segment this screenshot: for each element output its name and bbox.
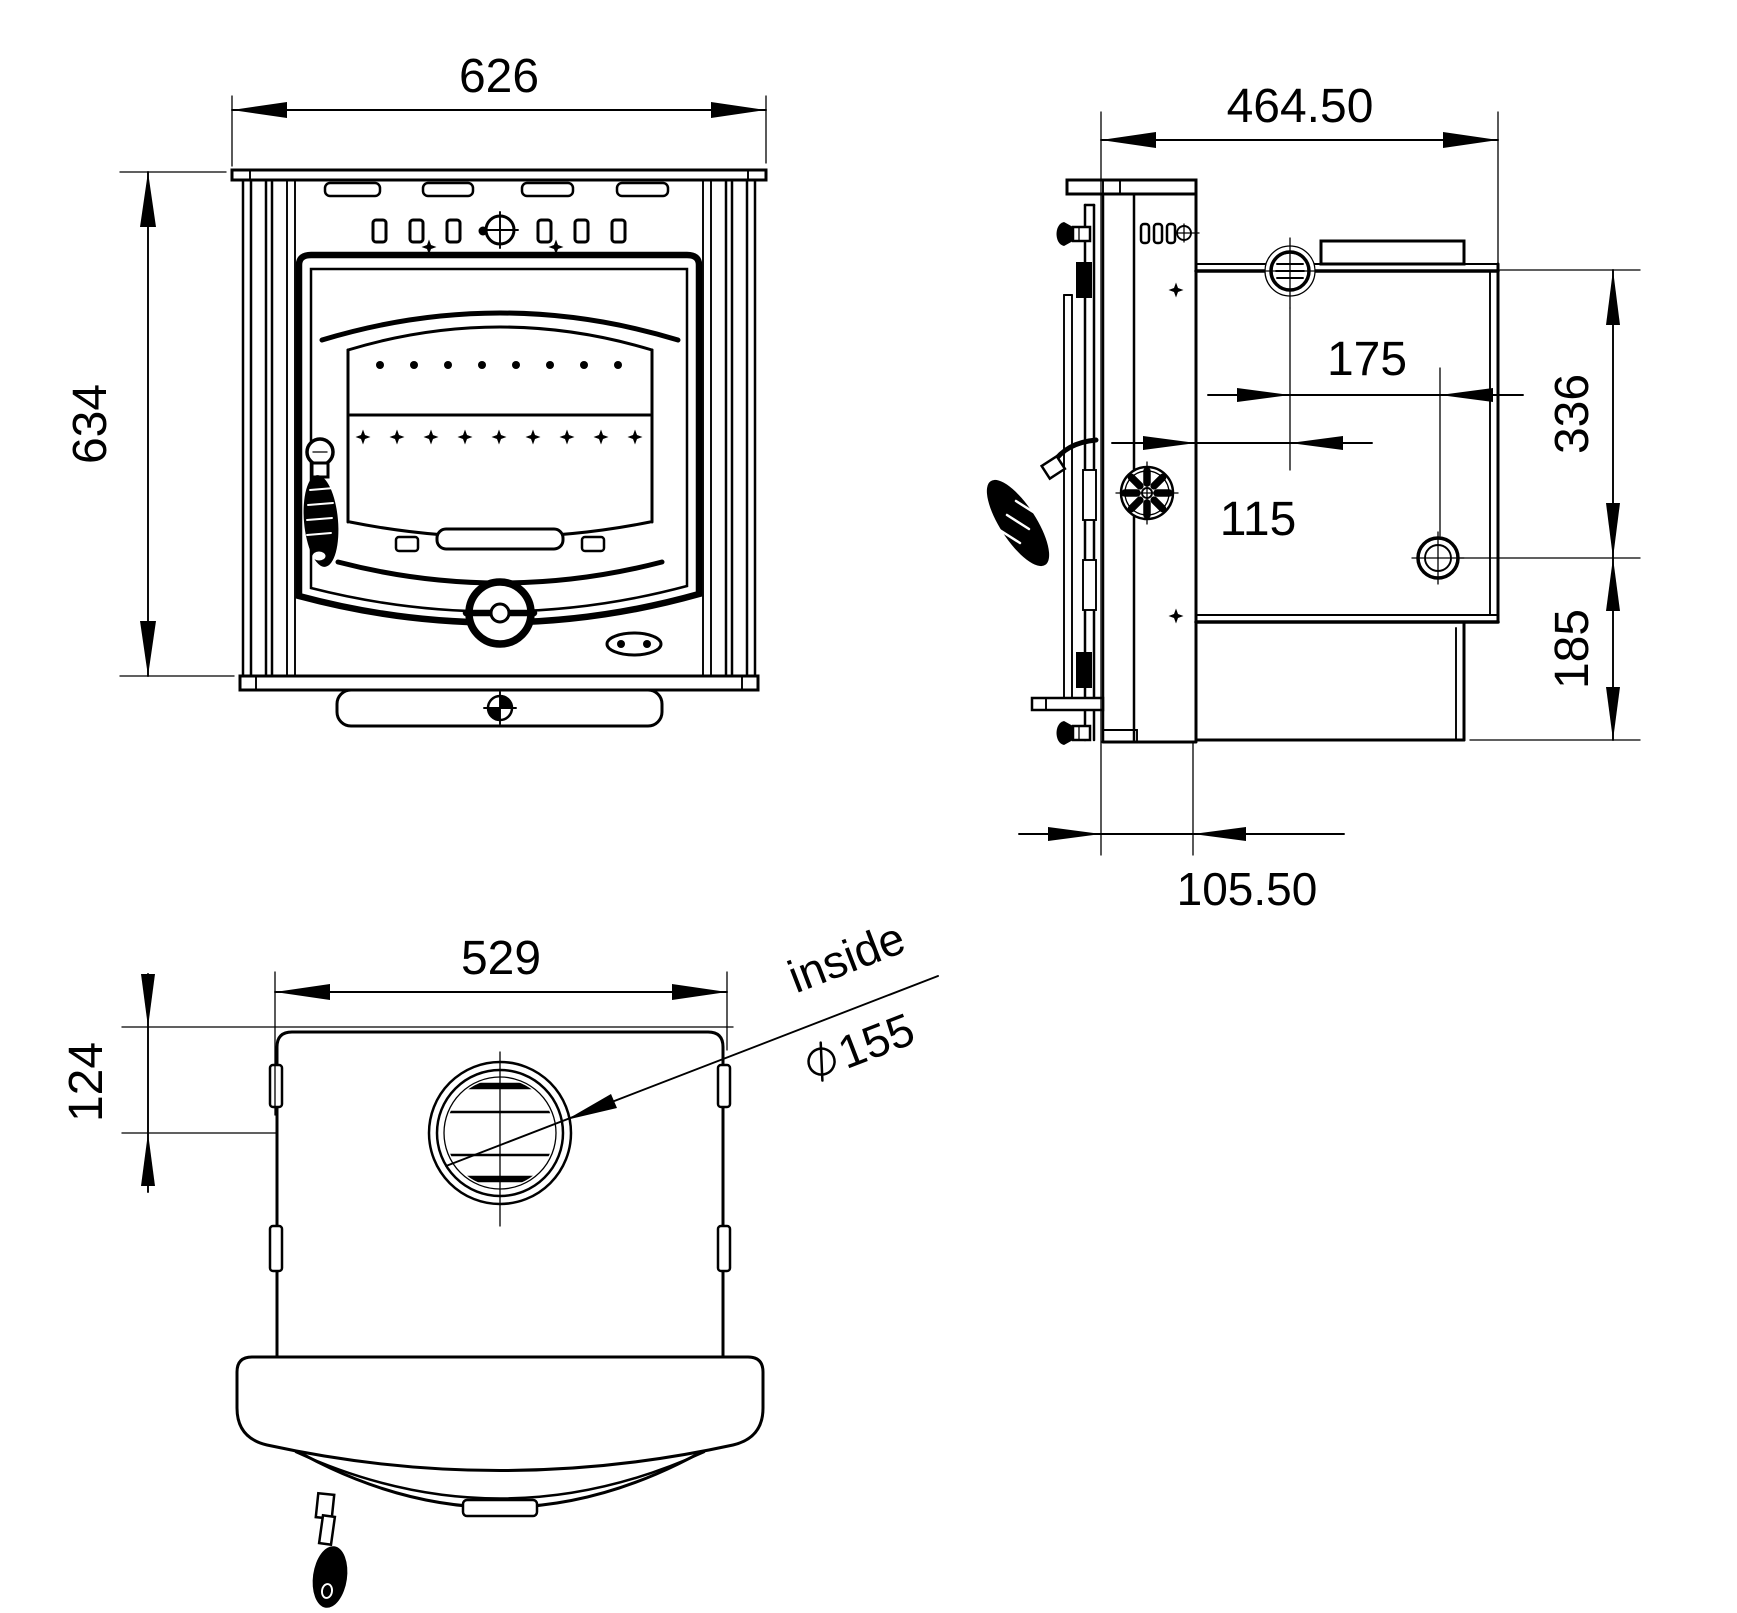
dim-frame-to-body-label: 105.50 <box>1177 863 1318 915</box>
top-fascia <box>235 1355 765 1472</box>
top-side-tabs <box>268 1063 732 1273</box>
dim-top-width: 529 <box>274 932 728 1116</box>
front-view: 626 634 <box>64 50 768 728</box>
top-door-handle-icon <box>312 1491 348 1608</box>
dim-top-width-label: 529 <box>461 932 541 985</box>
side-top-plate <box>1319 239 1466 266</box>
side-front-column <box>1101 192 1200 744</box>
side-boss-icon <box>1411 531 1465 585</box>
diameter-symbol-icon <box>807 1041 836 1082</box>
front-door-glass <box>319 310 681 586</box>
side-flue-collar-icon <box>1254 237 1326 471</box>
flue-note-word: inside <box>781 911 912 1003</box>
side-view: 464.50 175 115 336 <box>986 80 1641 915</box>
front-control-knob-icon <box>462 578 538 648</box>
dim-front-to-flue: 115 <box>1111 436 1373 546</box>
svg-text:155: 155 <box>831 1003 921 1079</box>
glass-dot-row <box>376 361 622 369</box>
dim-frame-to-body: 105.50 <box>1018 741 1345 915</box>
front-top-vent-slots <box>323 181 670 198</box>
dim-side-depth-label: 464.50 <box>1227 80 1374 133</box>
dim-front-width: 626 <box>231 50 767 167</box>
dim-rear-to-flue: 124 <box>60 973 155 1193</box>
side-top-knob-icon <box>1056 222 1092 246</box>
dim-front-to-flue-label: 115 <box>1220 493 1297 546</box>
front-bottom-bar <box>238 674 760 692</box>
glass-star-row <box>355 429 643 445</box>
front-center-target-icon <box>483 691 517 725</box>
dim-top-to-boss-label: 336 <box>1546 374 1599 454</box>
front-ash-lip <box>335 688 664 728</box>
side-frame-plate <box>1065 178 1198 196</box>
side-body <box>1194 239 1500 742</box>
top-latch-notch <box>461 1498 539 1518</box>
front-side-trims <box>241 178 757 678</box>
side-air-rosette-icon <box>1115 461 1179 525</box>
top-flue-outlet-icon <box>427 1051 573 1227</box>
dim-boss-to-bottom: 185 <box>1469 557 1641 741</box>
flue-note-diameter: 155 <box>807 1003 921 1082</box>
side-door-profile <box>986 203 1105 745</box>
front-badge-icon <box>605 631 663 657</box>
dim-rear-to-flue-label: 124 <box>60 1042 113 1122</box>
dim-side-depth: 464.50 <box>1100 80 1499 856</box>
side-bottom-knob-icon <box>1056 721 1092 745</box>
side-door-handle-icon <box>986 437 1099 567</box>
top-view: inside 155 <box>60 911 939 1608</box>
dim-front-width-label: 626 <box>459 50 539 103</box>
dim-top-to-boss: 336 <box>1457 269 1641 559</box>
side-bottom-bracket <box>1030 696 1105 712</box>
front-air-knob-icon <box>478 211 519 249</box>
dim-boss-to-bottom-label: 185 <box>1546 609 1599 689</box>
front-door-handle-icon <box>303 437 339 567</box>
dim-flue-to-boss: 175 <box>1207 333 1524 537</box>
dim-flue-to-boss-label: 175 <box>1327 333 1407 386</box>
dim-front-height-label: 634 <box>64 384 117 464</box>
front-door <box>295 251 703 657</box>
dim-front-height: 634 <box>64 171 235 677</box>
front-top-plate <box>230 168 768 182</box>
front-air-vents <box>371 211 627 255</box>
